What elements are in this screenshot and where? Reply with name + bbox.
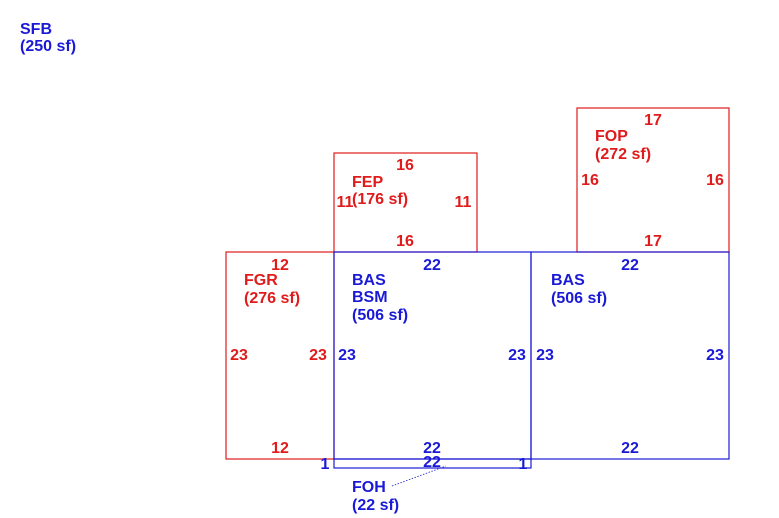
fep-dim-right: 11 bbox=[455, 194, 472, 211]
bas2-outline bbox=[530, 251, 730, 460]
fop-code: FOP bbox=[595, 128, 628, 145]
fep-dim-top: 16 bbox=[396, 157, 414, 174]
bas2-dim-top: 22 bbox=[621, 257, 639, 274]
bas1-dim-bottom: 22 bbox=[423, 440, 441, 457]
foh-area: (22 sf) bbox=[352, 497, 399, 514]
bas1-code2: BSM bbox=[352, 289, 388, 306]
foh-dim-top: 22 bbox=[423, 454, 441, 471]
foh-outline bbox=[333, 458, 532, 469]
bas2-dim-bottom: 22 bbox=[621, 440, 639, 457]
bas2-dim-right: 23 bbox=[706, 347, 724, 364]
fop-area: (272 sf) bbox=[595, 146, 651, 163]
sfb-code: SFB bbox=[20, 21, 52, 38]
bas1-code: BAS bbox=[352, 272, 386, 289]
fgr-dim-top: 12 bbox=[271, 257, 289, 274]
foh-code: FOH bbox=[352, 479, 386, 496]
fep-dim-bottom: 16 bbox=[396, 233, 414, 250]
fep-dim-left: 11 bbox=[337, 194, 354, 211]
bas2-dim-left: 23 bbox=[536, 347, 554, 364]
bas1-dim-top: 22 bbox=[423, 257, 441, 274]
fop-dim-right: 16 bbox=[706, 172, 724, 189]
fgr-code: FGR bbox=[244, 272, 278, 289]
fgr-dim-right: 23 bbox=[309, 347, 327, 364]
bas1-area: (506 sf) bbox=[352, 307, 408, 324]
foh-leader-line bbox=[391, 465, 447, 487]
bas1-dim-left: 23 bbox=[338, 347, 356, 364]
bas2-area: (506 sf) bbox=[551, 290, 607, 307]
fop-dim-left: 16 bbox=[581, 172, 599, 189]
fgr-area: (276 sf) bbox=[244, 290, 300, 307]
fop-dim-top: 17 bbox=[644, 112, 662, 129]
fgr-dim-bottom: 12 bbox=[271, 440, 289, 457]
sfb-area: (250 sf) bbox=[20, 38, 76, 55]
fep-area: (176 sf) bbox=[352, 191, 408, 208]
bas1-dim-right: 23 bbox=[508, 347, 526, 364]
foh-dim-right: 1 bbox=[519, 456, 528, 473]
bas2-code: BAS bbox=[551, 272, 585, 289]
fgr-dim-left: 23 bbox=[230, 347, 248, 364]
fep-code: FEP bbox=[352, 174, 383, 191]
foh-dim-left: 1 bbox=[321, 456, 330, 473]
fop-dim-bottom: 17 bbox=[644, 233, 662, 250]
